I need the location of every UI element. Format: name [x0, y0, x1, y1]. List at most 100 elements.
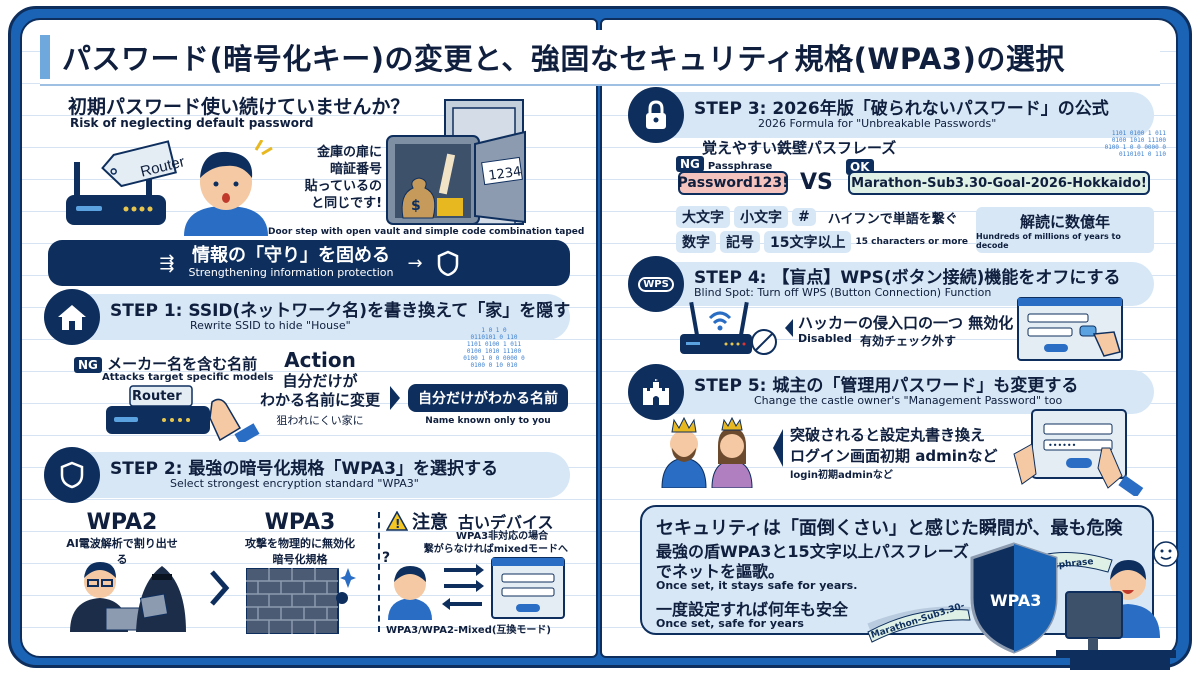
step1-header: STEP 1: SSID(ネットワーク名)を書き換えて「家」を隠す Rewrit…	[44, 289, 571, 345]
ng-label-row: NG Passphrase	[676, 156, 772, 172]
step1-action: Action 自分だけが わかる名前に変更 狙われにくい家に	[250, 348, 390, 428]
wpa3-desc: 攻撃を物理的に無効化	[245, 537, 355, 550]
summary-line6: Once set, safe for years	[656, 617, 804, 630]
king-queen-illustration	[661, 416, 753, 488]
analogy-line: 暗証番号	[329, 161, 382, 177]
binary-line: 0100 1 0 0 0000 0	[1104, 144, 1166, 151]
intro-caption: Door step with open vault and simple cod…	[268, 227, 585, 237]
binary-line: 1 0 1 0	[481, 327, 507, 334]
wpa3-shield-illustration: Marathon-Sub3.30- Passphrase WPA3	[867, 541, 1179, 670]
caution-line2: 繋がらなければmixedモードへ	[423, 544, 568, 555]
step2-title: STEP 2: 最強の暗号化規格「WPA3」を選択する	[110, 458, 499, 479]
arrow-right-icon: →	[407, 252, 423, 274]
wpa2-label: WPA2	[86, 510, 158, 535]
shield-label: WPA3	[990, 591, 1041, 610]
settings-window-illustration	[1017, 297, 1123, 361]
binary-line: 0100 1010 11100	[466, 348, 522, 355]
summary-line4: Once set, it stays safe for years.	[656, 579, 858, 592]
router-tag	[101, 140, 177, 188]
vs-label: VS	[800, 170, 833, 195]
chip: 記号	[720, 231, 760, 253]
step1-ng-sub: Attacks target specific models	[102, 372, 274, 383]
protection-banner: ⇶ 情報の「守り」を固める Strengthening information …	[48, 240, 570, 286]
dollar-sign: $	[411, 198, 421, 214]
chip: 大文字	[676, 206, 730, 228]
wpa2-column: WPA2 AI電波解析で割り出せる	[62, 510, 182, 567]
caution-title: 古いデバイス	[458, 513, 554, 532]
page-title-bar: パスワード(暗号化キー)の変更と、強固なセキュリティ規格(WPA3)の選択	[40, 30, 1160, 86]
chip: 小文字	[734, 206, 788, 228]
step1-result-sub: Name known only to you	[425, 416, 551, 426]
step1-title: STEP 1: SSID(ネットワーク名)を書き換えて「家」を隠す	[110, 300, 571, 321]
step4-line1: ハッカーの侵入口の一つ 無効化	[798, 314, 1014, 332]
router-person-illustration: Router	[66, 140, 273, 236]
step3-header: STEP 3: 2026年版「破られないパスワード」の公式 2026 Formu…	[628, 87, 1154, 143]
chips-row-1: 大文字 小文字 # ハイフンで単語を繋ぐ	[676, 206, 958, 228]
decode-sub: Hundreds of millions of years to decode	[976, 231, 1121, 250]
step5-line3: login初期adminなど	[790, 470, 893, 481]
speed-arrow-icon: ⇶	[159, 252, 175, 274]
svg-text:!: !	[395, 517, 400, 531]
step2-subtitle: Select strongest encryption standard "WP…	[170, 477, 419, 491]
vault-door-illustration: $ 1234	[386, 99, 526, 225]
wps-icon-text: WPS	[638, 276, 674, 292]
wpa3-column: WPA3 攻撃を物理的に無効化 暗号化規格	[230, 510, 370, 567]
binary-line: 0100 0 10 010	[470, 362, 518, 369]
step5-title: STEP 5: 城主の「管理用パスワード」も変更する	[694, 375, 1079, 396]
action-line: 自分だけが	[282, 372, 358, 390]
caution-line1: WPA3非対応の場合	[456, 531, 549, 542]
king-icon	[661, 416, 707, 488]
monitor-icon	[1056, 591, 1176, 670]
hackers-illustration	[70, 562, 186, 632]
surprised-person-icon	[184, 140, 273, 236]
step3-subtitle: 2026 Formula for "Unbreakable Passwords"	[758, 117, 997, 131]
step1-ng-text: メーカー名を含む名前	[107, 355, 258, 373]
safe-icon: $	[386, 130, 526, 225]
summary-line2: 最強の盾WPA3と15文字以上パスフレーズ	[656, 542, 969, 561]
action-sub: 狙われにくい家に	[276, 413, 364, 427]
step1-router-label: Router	[132, 389, 182, 404]
router-icon	[66, 162, 166, 225]
mixed-mode-label: WPA3/WPA2-Mixed(互換モード)	[386, 625, 551, 636]
decode-box: 解読に数億年 Hundreds of millions of years to …	[976, 207, 1154, 253]
shield-icon	[44, 447, 100, 503]
ok-password-example: Marathon-Sub3.30-Goal-2026-Hokkaido!	[848, 171, 1150, 195]
pointing-hand-icon	[209, 398, 242, 442]
house-icon	[44, 289, 100, 345]
step4-subtitle: Blind Spot: Turn off WPS (Button Connect…	[694, 286, 992, 300]
chips-row-2: 数字 記号 15文字以上 15 characters or more	[676, 231, 968, 253]
analogy-text: 金庫の扉に 暗証番号 貼っているの と同じです!	[286, 145, 382, 213]
wpa2-desc: AI電波解析で割り出せる	[66, 537, 178, 566]
binary-line: 0110101 0 110	[1119, 151, 1166, 158]
step5-line2: ログイン画面初期 adminなど	[790, 447, 998, 465]
chip: #	[792, 208, 816, 226]
page-title: パスワード(暗号化キー)の変更と、強固なセキュリティ規格(WPA3)の選択	[62, 42, 1065, 76]
login-window-icon	[491, 557, 565, 619]
ng-badge: NG	[74, 357, 102, 373]
arrows-icon	[444, 568, 482, 606]
step3-title: STEP 3: 2026年版「破られないパスワード」の公式	[694, 98, 1109, 119]
wps-icon: WPS	[628, 256, 684, 312]
svg-text:••••••: ••••••	[1048, 441, 1076, 450]
binary-line: 0110101 0 110	[470, 334, 518, 341]
lock-icon	[628, 87, 684, 143]
wpa3-desc: 暗号化規格	[272, 553, 328, 566]
step4-disabled: Disabled	[798, 332, 852, 345]
analogy-line: と同じです!	[311, 195, 382, 211]
step1-ng-row: NG メーカー名を含む名前	[74, 353, 257, 374]
safe-code: 1234	[488, 164, 523, 183]
title-accent	[40, 35, 50, 79]
caution-row: ! 注意 古いデバイス	[386, 508, 554, 534]
chevron-right-icon	[390, 386, 400, 410]
brick-wall-icon	[246, 568, 356, 634]
step5-subtitle: Change the castle owner's "Management Pa…	[754, 394, 1063, 408]
smile-bubble-icon	[1153, 541, 1179, 567]
caution-label: 注意	[412, 512, 448, 533]
router-pointing-illustration	[106, 385, 260, 442]
wpa3-label: WPA3	[264, 510, 336, 535]
chevron-right-icon	[210, 570, 230, 606]
pointing-hand-icon	[1097, 447, 1123, 489]
binary-line: 0100 1010 11100	[1111, 137, 1166, 144]
intro-heading: 初期パスワード使い続けていませんか？	[68, 96, 410, 118]
step1-subtitle: Rewrite SSID to hide "House"	[190, 319, 351, 333]
